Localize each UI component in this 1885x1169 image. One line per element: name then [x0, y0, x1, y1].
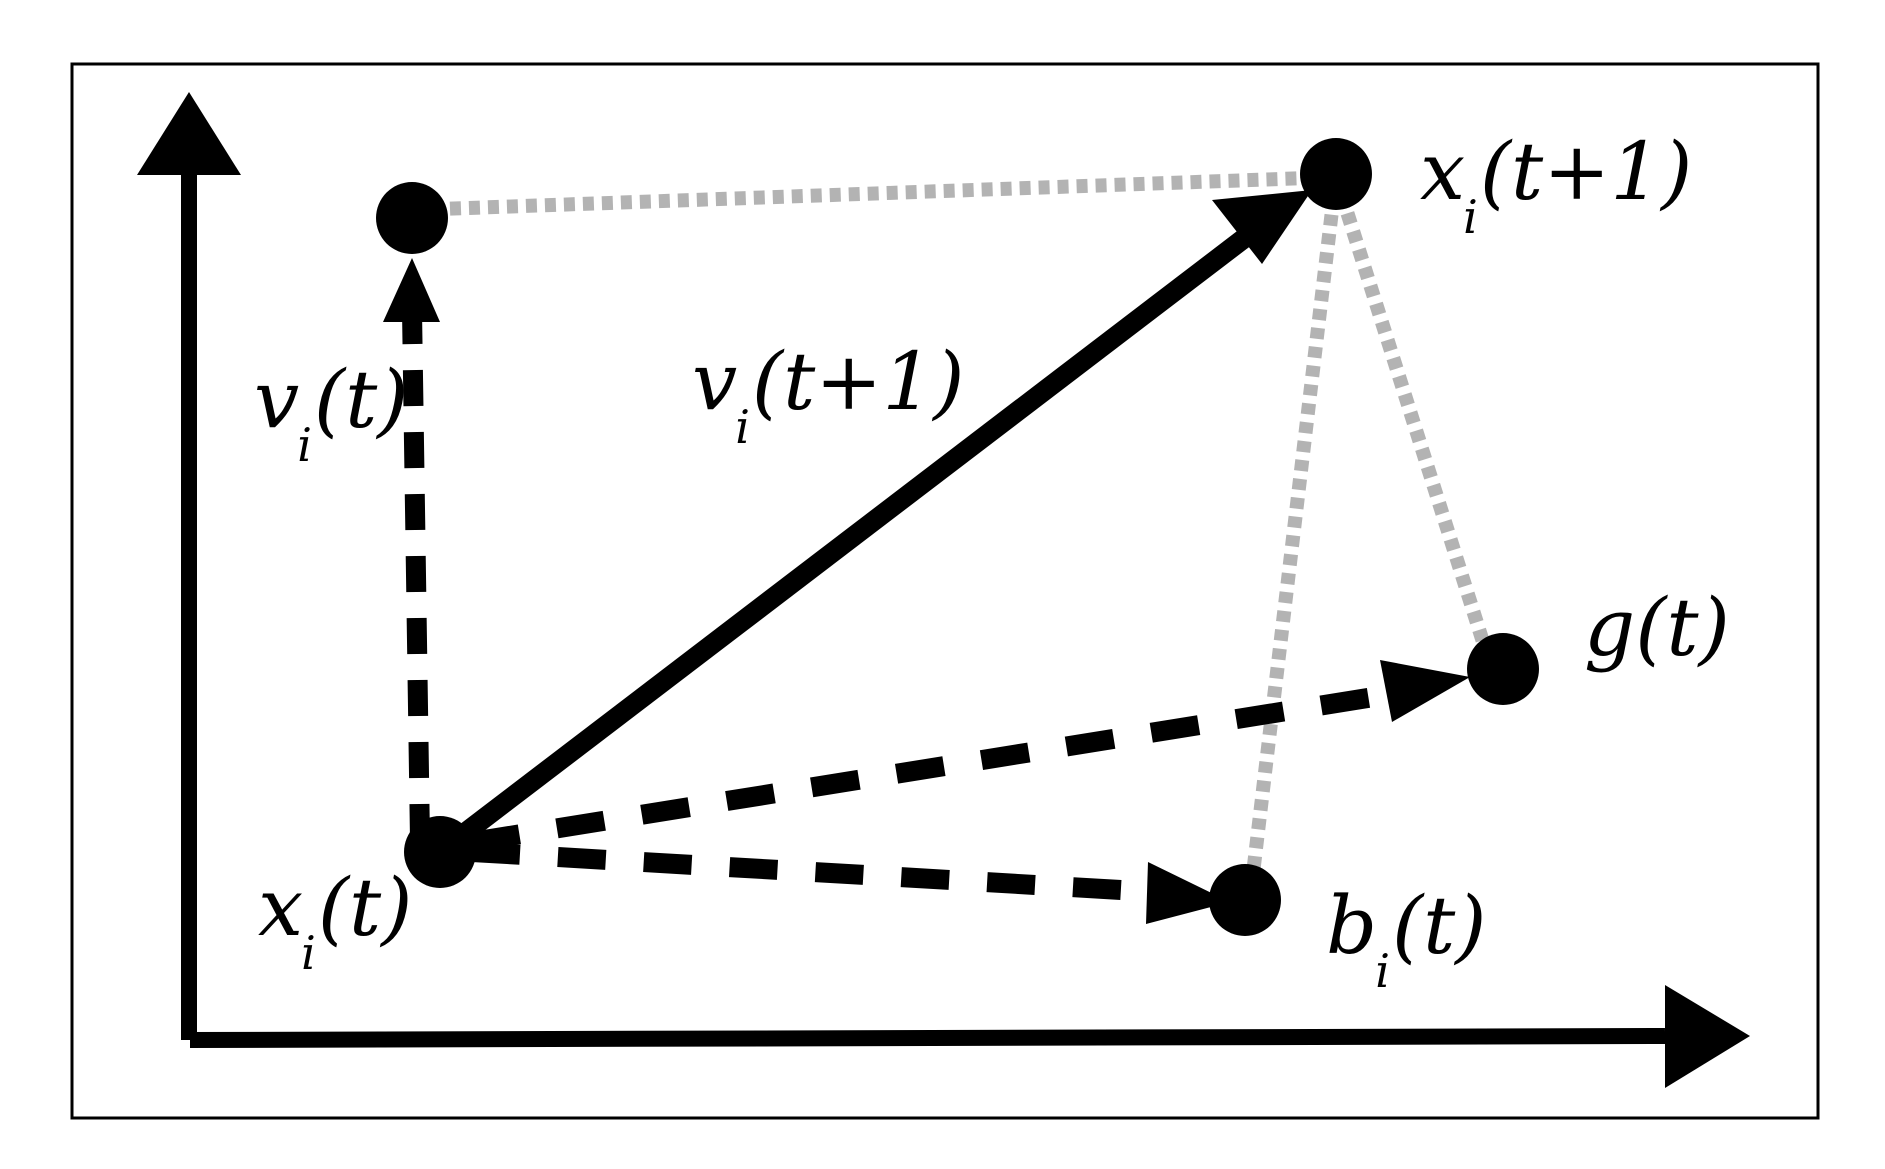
velocity-vector-arrowhead: [383, 258, 440, 322]
x-axis-arrowhead: [1665, 985, 1750, 1088]
point-current-position: [404, 816, 476, 888]
y-axis-arrowhead: [137, 92, 241, 175]
guide-velocity-to-next-position: [411, 170, 1337, 217]
point-current-velocity-tip: [376, 182, 448, 254]
velocity-vector-vi-t: [402, 309, 430, 841]
label-global-best: g(t): [1584, 581, 1730, 674]
new-velocity-vector-vi-t1: [433, 190, 1312, 860]
point-next-position: [1300, 138, 1372, 210]
personal-best-arrowhead: [1146, 862, 1230, 924]
point-global-best: [1467, 633, 1539, 705]
component-vectors: [383, 258, 1470, 924]
vector-to-global-best: [470, 682, 1407, 852]
diagram-frame: [70, 62, 1820, 1120]
global-best-arrowhead: [1380, 660, 1470, 722]
label-personal-best: bi(t): [1326, 879, 1487, 998]
x-axis: [189, 985, 1750, 1088]
guide-lines: [411, 170, 1490, 883]
points: [376, 138, 1539, 936]
label-new-velocity: vi(t+1): [692, 335, 965, 454]
guide-next-position-to-personal-best: [1245, 176, 1343, 883]
label-next-position: xi(t+1): [1420, 125, 1693, 244]
point-personal-best: [1209, 864, 1281, 936]
label-current-position: xi(t): [258, 861, 413, 980]
guide-next-position-to-global-best: [1329, 174, 1490, 645]
new-velocity-arrowhead: [1212, 190, 1312, 264]
vector-to-personal-best: [471, 842, 1156, 902]
y-axis: [137, 92, 241, 1040]
label-current-velocity: vi(t): [254, 353, 409, 472]
